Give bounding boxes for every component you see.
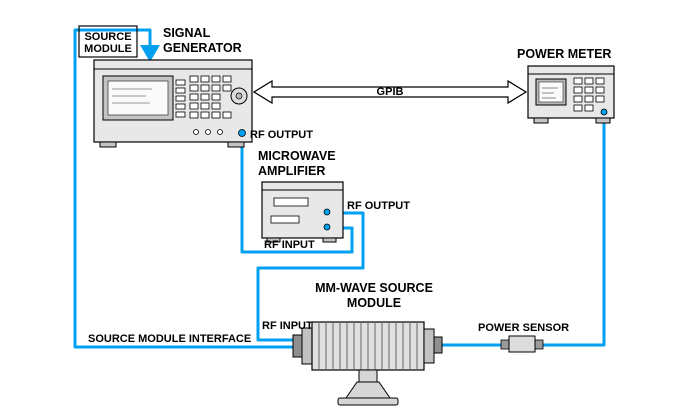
module-output-connector — [433, 336, 443, 354]
power-meter-screen — [538, 81, 564, 103]
source-module-box-label-line1: SOURCE — [84, 31, 131, 43]
power-meter-label: POWER METER — [517, 47, 611, 61]
source-module-box-label-line2: MODULE — [84, 43, 132, 55]
source-module-interface-label: SOURCE MODULE INTERFACE — [88, 333, 251, 345]
amp-rf-output-connector — [323, 208, 331, 216]
signal-generator-device — [93, 59, 253, 148]
microwave-amplifier-device — [261, 181, 344, 243]
power-meter-sensor-connector — [600, 108, 608, 116]
power-meter-device — [527, 65, 615, 124]
module-label-line1: MM-WAVE SOURCE — [315, 281, 433, 295]
power-meter-foot-left — [533, 117, 549, 124]
power-sensor-left-nub — [500, 339, 510, 350]
module-fins — [318, 322, 418, 370]
amp-rf-output-label: RF OUTPUT — [347, 200, 410, 212]
amp-rf-input-label: RF INPUT — [264, 239, 315, 251]
module-rf-input-label: RF INPUT — [262, 320, 313, 332]
signal-generator-keypad — [189, 75, 232, 119]
power-sensor-body — [508, 335, 536, 353]
signal-generator-front-connectors — [193, 129, 223, 135]
rf-output-connector — [238, 129, 246, 137]
power-sensor-device — [500, 335, 544, 353]
gpib-arrow — [252, 79, 528, 105]
signal-generator-screen — [107, 80, 169, 116]
amplifier-label-line1: MICROWAVE — [258, 149, 336, 163]
amp-rf-input-connector — [323, 223, 331, 231]
power-meter-foot-right — [595, 117, 611, 124]
power-sensor-label: POWER SENSOR — [478, 322, 569, 334]
signal-generator-label-line2: GENERATOR — [163, 41, 242, 55]
siggen-rf-output-label: RF OUTPUT — [250, 129, 313, 141]
gpib-label: GPIB — [377, 86, 404, 98]
rf-cable-amp-to-module — [256, 211, 365, 342]
signal-generator-screen-text-lines — [112, 88, 152, 104]
amplifier-slot-1 — [273, 197, 309, 207]
cable-group — [73, 28, 606, 349]
source-module-callout-box — [78, 25, 138, 58]
module-stand-leg — [345, 381, 391, 399]
power-sensor-right-nub — [534, 339, 544, 350]
amplifier-label-line2: AMPLIFIER — [258, 164, 325, 178]
signal-generator-softkeys — [175, 79, 186, 118]
module-left-cap — [301, 327, 313, 365]
power-meter-screen-text-lines — [542, 87, 558, 99]
module-label-line2: MODULE — [347, 296, 401, 310]
module-stand-stem — [358, 369, 378, 383]
signal-generator-pointer-arrow — [140, 45, 160, 62]
cable-module-sensor-meter — [442, 112, 606, 347]
module-right-cap — [423, 328, 435, 364]
module-stand-base — [337, 397, 399, 406]
amplifier-foot-left — [266, 237, 281, 243]
power-meter-keys — [573, 77, 605, 112]
signal-generator-foot-left — [99, 141, 117, 148]
amplifier-foot-right — [322, 237, 337, 243]
signal-generator-foot-right — [227, 141, 245, 148]
amplifier-slot-2 — [270, 215, 300, 224]
signal-generator-label-line1: SIGNAL — [163, 26, 211, 40]
mm-wave-source-module-device — [292, 321, 443, 406]
rf-cable-siggen-to-amp — [240, 136, 354, 254]
source-module-interface-cable — [73, 28, 293, 349]
signal-generator-knob-center — [235, 92, 243, 100]
